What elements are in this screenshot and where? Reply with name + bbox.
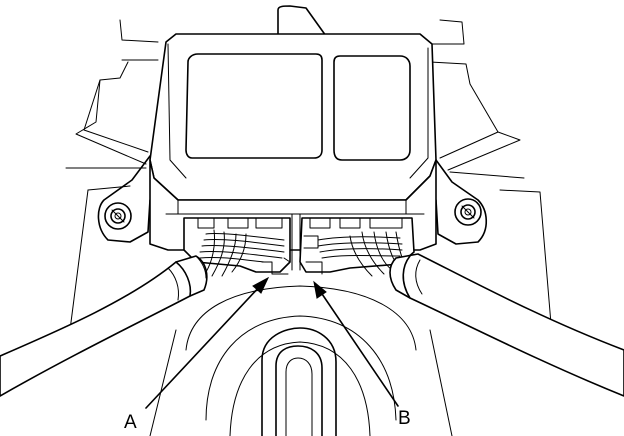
connector-b-wires — [317, 231, 405, 277]
callout-label-b: B — [398, 408, 411, 429]
floor-panel — [65, 19, 553, 337]
callout-b-leader — [313, 280, 399, 407]
connector-b — [299, 217, 415, 275]
connector-a — [183, 217, 291, 275]
connector-a-wires — [199, 229, 285, 277]
right-harness — [389, 253, 624, 397]
callout-label-a: A — [124, 412, 137, 433]
center-tunnel — [149, 285, 453, 436]
right-bolt-icon — [464, 208, 472, 216]
left-bracket — [97, 155, 151, 243]
left-harness — [0, 255, 208, 397]
right-bracket — [435, 159, 488, 245]
callout-a-leader — [145, 276, 270, 409]
left-bolt-icon — [114, 212, 122, 220]
